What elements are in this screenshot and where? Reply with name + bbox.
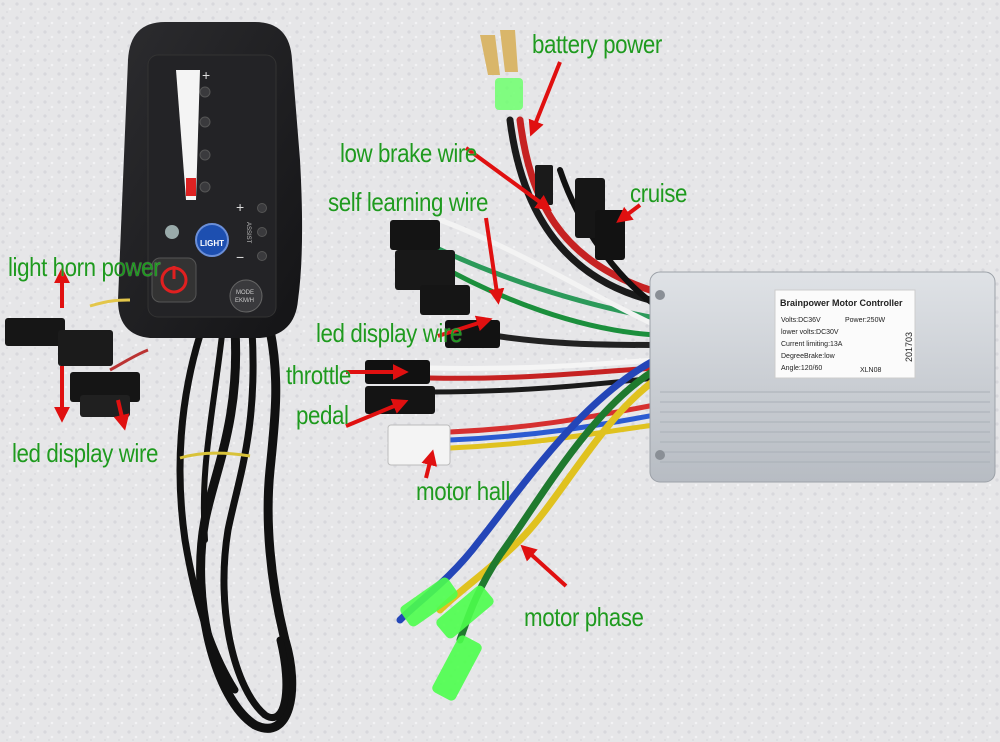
arrow-battery-power (528, 61, 562, 137)
controller-batch: 201703 (904, 332, 914, 362)
controller-model: XLN08 (860, 367, 882, 374)
controller-title: Brainpower Motor Controller (780, 298, 903, 308)
harness-connectors (365, 30, 625, 466)
arrow-led-display-left-2 (113, 399, 130, 431)
display-plus-top: + (202, 67, 210, 83)
label-led-display-wire-left: led display wire (12, 438, 158, 468)
arrow-low-brake (464, 146, 552, 211)
controller-current: Current limiting:13A (781, 341, 843, 348)
arrow-cruise (616, 203, 642, 223)
motor-controller: Brainpower Motor Controller Volts:DC36V … (649, 271, 996, 483)
motor-hall-connector (387, 424, 451, 466)
arrow-motor-phase (520, 544, 568, 588)
arrow-motor-hall (421, 449, 438, 479)
led-display-unit: + + − ASSIST LIGHT MODE EKM/H (118, 22, 303, 338)
display-light-label: LIGHT (200, 239, 224, 248)
label-light-horn-power: light horn power (8, 252, 161, 282)
arrow-led-display-center (437, 315, 493, 338)
label-motor-hall: motor hall (416, 476, 510, 506)
display-minus-assist: − (236, 249, 244, 265)
controller-spec-sticker (774, 289, 916, 379)
label-battery-power: battery power (532, 29, 662, 59)
display-light-button[interactable] (195, 223, 229, 257)
annotation-arrows (54, 61, 642, 588)
label-pedal: pedal (296, 400, 349, 430)
controller-angle: Angle:120/60 (781, 365, 822, 372)
label-led-display-wire-center: led display wire (316, 318, 462, 348)
label-self-learning-wire: self learning wire (328, 187, 489, 217)
display-mode-line2: EKM/H (235, 298, 254, 304)
display-mode-button[interactable] (229, 279, 263, 313)
arrow-self-learning (484, 217, 505, 305)
label-cruise: cruise (630, 178, 688, 208)
label-motor-phase: motor phase (524, 602, 644, 632)
motor-phase-connectors (400, 577, 494, 701)
arrow-pedal (345, 398, 409, 428)
label-low-brake-wire: low brake wire (340, 138, 477, 168)
display-cable-loop (176, 325, 297, 733)
left-connectors (5, 298, 149, 417)
controller-lower-volts: lower volts:DC30V (781, 329, 839, 336)
controller-brake: DegreeBrake:low (781, 353, 836, 360)
display-plus-assist: + (236, 199, 244, 215)
controller-power: Power:250W (845, 317, 885, 324)
controller-volts: Volts:DC36V (781, 317, 821, 324)
display-assist-label: ASSIST (245, 222, 251, 244)
display-mode-line1: MODE (236, 290, 254, 296)
display-power-button[interactable] (151, 257, 197, 303)
label-throttle: throttle (286, 360, 351, 390)
